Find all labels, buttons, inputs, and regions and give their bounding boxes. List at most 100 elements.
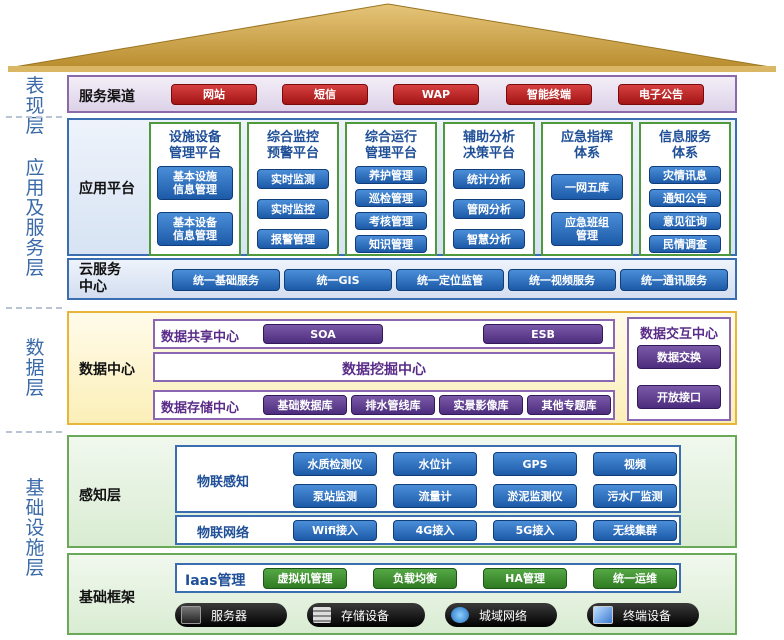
item-network-analysis[interactable]: 管网分析	[453, 199, 525, 219]
terminal-icon	[593, 606, 613, 624]
item-basic-facility-info[interactable]: 基本设施信息管理	[157, 166, 233, 200]
device-storage[interactable]: 存储设备	[307, 603, 425, 627]
device-label: 服务器	[211, 608, 248, 623]
cloud-gis[interactable]: 统一GIS	[284, 269, 392, 291]
item-maintenance[interactable]: 养护管理	[355, 166, 427, 184]
item-knowledge[interactable]: 知识管理	[355, 235, 427, 253]
column-head: 综合运行	[364, 130, 417, 145]
channel-e-bulletin[interactable]: 电子公告	[618, 84, 704, 105]
cloud-service-title: 云服务中心	[79, 262, 121, 295]
device-terminal[interactable]: 终端设备	[587, 603, 699, 627]
infra-title: 基础框架	[79, 590, 135, 606]
column-head: 体系	[573, 146, 600, 161]
data-center-title: 数据中心	[79, 362, 135, 378]
data-exchange-box: 数据交互中心 数据交换 开放接口	[627, 317, 731, 421]
iaas-ha-management[interactable]: HA管理	[483, 568, 567, 589]
net-wifi[interactable]: Wifi接入	[293, 520, 377, 541]
cloud-positioning[interactable]: 统一定位监管	[396, 269, 504, 291]
channel-sms[interactable]: 短信	[282, 84, 368, 105]
perception-title: 感知层	[79, 488, 121, 504]
share-esb[interactable]: ESB	[483, 324, 603, 344]
sensor-video[interactable]: 视频	[593, 452, 677, 476]
column-decision-analysis: 辅助分析决策平台 统计分析 管网分析 智慧分析	[443, 122, 535, 256]
item-one-net-five-db[interactable]: 一网五库	[551, 174, 623, 200]
item-disaster-info[interactable]: 灾情讯息	[649, 166, 721, 184]
cloud-basic-service[interactable]: 统一基础服务	[172, 269, 280, 291]
item-alarm-management[interactable]: 报警管理	[257, 229, 329, 249]
column-head: 信息服务	[658, 130, 711, 145]
side-label-infrastructure: 基础设施层	[25, 477, 45, 579]
sensor-water-level[interactable]: 水位计	[393, 452, 477, 476]
net-trunking[interactable]: 无线集群	[593, 520, 677, 541]
storage-icon	[313, 607, 331, 623]
sensor-sewage-plant[interactable]: 污水厂监测	[593, 484, 677, 508]
column-head: 体系	[671, 146, 698, 161]
service-channel-band: 服务渠道 网站 短信 WAP 智能终端 电子公告	[67, 75, 737, 113]
item-statistics[interactable]: 统计分析	[453, 169, 525, 189]
sensor-gps[interactable]: GPS	[493, 452, 577, 476]
item-basic-equipment-info[interactable]: 基本设备信息管理	[157, 212, 233, 246]
column-head: 决策平台	[462, 146, 515, 161]
item-inspection[interactable]: 巡检管理	[355, 189, 427, 207]
item-emergency-team[interactable]: 应急班组管理	[551, 212, 623, 246]
column-info-service: 信息服务体系 灾情讯息 通知公告 意见征询 民情调查	[639, 122, 731, 256]
sensor-pump-station[interactable]: 泵站监测	[293, 484, 377, 508]
sensor-flow-meter[interactable]: 流量计	[393, 484, 477, 508]
network-icon	[451, 607, 469, 623]
net-4g[interactable]: 4G接入	[393, 520, 477, 541]
storage-topic-db[interactable]: 其他专题库	[527, 395, 611, 415]
data-share-box: 数据共享中心 SOA ESB	[153, 319, 615, 349]
item-realtime-monitor[interactable]: 实时监测	[257, 169, 329, 189]
storage-imagery-db[interactable]: 实景影像库	[439, 395, 523, 415]
exchange-data-exchange[interactable]: 数据交换	[637, 345, 721, 369]
exchange-open-interface[interactable]: 开放接口	[637, 385, 721, 409]
item-opinion[interactable]: 意见征询	[649, 212, 721, 230]
device-label: 城域网络	[479, 608, 528, 623]
cloud-service-band: 云服务中心 统一基础服务 统一GIS 统一定位监管 统一视频服务 统一通讯服务	[67, 258, 737, 300]
channel-website[interactable]: 网站	[171, 84, 257, 105]
item-notice[interactable]: 通知公告	[649, 189, 721, 207]
item-realtime-control[interactable]: 实时监控	[257, 199, 329, 219]
data-storage-box: 数据存储中心 基础数据库 排水管线库 实景影像库 其他专题库	[153, 390, 615, 420]
cloud-video[interactable]: 统一视频服务	[508, 269, 616, 291]
column-head: 设施设备	[168, 130, 221, 145]
channel-wap[interactable]: WAP	[393, 84, 479, 105]
data-mining-box: 数据挖掘中心	[153, 352, 615, 382]
iaas-unified-ops[interactable]: 统一运维	[593, 568, 677, 589]
column-head: 应急指挥	[560, 130, 613, 145]
side-label-data: 数据层	[25, 337, 45, 399]
sensor-water-quality[interactable]: 水质检测仪	[293, 452, 377, 476]
share-soa[interactable]: SOA	[263, 324, 383, 344]
column-monitoring-warning: 综合监控预警平台 实时监测 实时监控 报警管理	[247, 122, 339, 256]
item-smart-analysis[interactable]: 智慧分析	[453, 229, 525, 249]
iaas-load-balancing[interactable]: 负载均衡	[373, 568, 457, 589]
column-head: 综合监控	[266, 130, 319, 145]
data-exchange-label: 数据交互中心	[639, 327, 718, 342]
infra-band: 基础框架 Iaas管理 虚拟机管理 负载均衡 HA管理 统一运维 服务器 存储设…	[67, 553, 737, 635]
column-head: 管理平台	[364, 146, 417, 161]
perception-band: 感知层 物联感知 水质检测仪 水位计 GPS 视频 泵站监测 流量计 淤泥监测仪…	[67, 435, 737, 548]
iaas-box: Iaas管理 虚拟机管理 负载均衡 HA管理 统一运维	[175, 563, 681, 593]
roof-shape	[7, 3, 777, 72]
channel-smart-terminal[interactable]: 智能终端	[506, 84, 592, 105]
device-server[interactable]: 服务器	[175, 603, 287, 627]
iaas-vm-management[interactable]: 虚拟机管理	[263, 568, 347, 589]
divider	[6, 116, 62, 118]
device-metro-network[interactable]: 城域网络	[445, 603, 557, 627]
side-label-application: 应用及服务层	[25, 157, 45, 279]
data-storage-label: 数据存储中心	[161, 401, 240, 416]
net-5g[interactable]: 5G接入	[493, 520, 577, 541]
device-label: 终端设备	[623, 608, 672, 623]
app-platform-band: 应用平台 设施设备管理平台 基本设施信息管理 基本设备信息管理 综合监控预警平台…	[67, 118, 737, 256]
column-head: 预警平台	[266, 146, 319, 161]
sensor-sludge[interactable]: 淤泥监测仪	[493, 484, 577, 508]
cloud-communication[interactable]: 统一通讯服务	[620, 269, 728, 291]
data-share-label: 数据共享中心	[161, 330, 240, 345]
divider	[6, 431, 62, 433]
iot-net-box: 物联网络 Wifi接入 4G接入 5G接入 无线集群	[175, 515, 681, 545]
storage-basic-db[interactable]: 基础数据库	[263, 395, 347, 415]
item-assessment[interactable]: 考核管理	[355, 212, 427, 230]
item-survey[interactable]: 民情调查	[649, 235, 721, 253]
iot-sense-label: 物联感知	[197, 475, 250, 490]
storage-pipeline-db[interactable]: 排水管线库	[351, 395, 435, 415]
